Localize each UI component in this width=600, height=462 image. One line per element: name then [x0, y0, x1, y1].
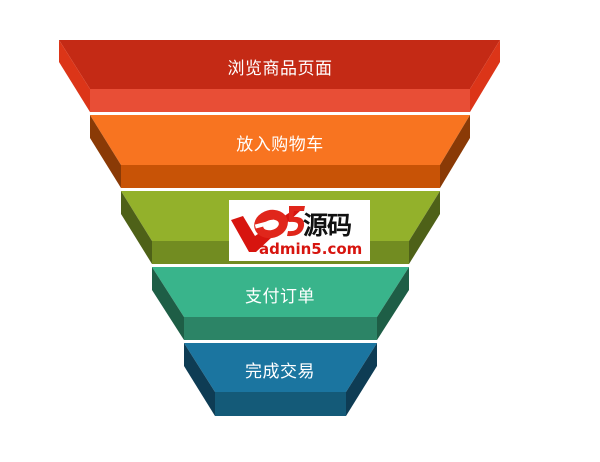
stage-5-right-side	[346, 343, 377, 416]
stage-2-top-face	[90, 115, 470, 165]
stage-1-front-face	[90, 89, 470, 112]
stage-1-left-side	[59, 40, 90, 112]
stage-5-label: 完成交易	[245, 362, 315, 382]
stage-2-label: 放入购物车	[236, 135, 324, 155]
stage-1-top-face	[59, 40, 500, 89]
a5-logo-icon	[231, 206, 305, 252]
stage-4-right-side	[377, 267, 409, 340]
stage-4-front-face	[184, 317, 377, 340]
stage-2-right-side	[440, 115, 470, 188]
stage-5-front-face	[215, 392, 346, 416]
stage-2-front-face	[121, 165, 440, 188]
funnel-stage-4	[152, 267, 409, 340]
stage-5-top-face	[184, 343, 377, 392]
stage-3-left-side	[121, 191, 152, 264]
stage-4-label: 支付订单	[245, 287, 315, 307]
watermark-logo: 源码 admin5.com	[229, 200, 370, 261]
stage-5-left-side	[184, 343, 215, 416]
watermark-brand-cn: 源码	[303, 211, 352, 240]
stage-4-top-face	[152, 267, 409, 317]
stage-4-left-side	[152, 267, 184, 340]
funnel-stage-2	[90, 115, 470, 188]
watermark-url: admin5.com	[259, 240, 363, 258]
funnel-stage-5	[184, 343, 377, 416]
stage-2-left-side	[90, 115, 121, 188]
stage-3-right-side	[409, 191, 440, 264]
stage-1-label: 浏览商品页面	[227, 59, 333, 79]
funnel-stage-1	[59, 40, 500, 112]
stage-1-right-side	[470, 40, 500, 112]
